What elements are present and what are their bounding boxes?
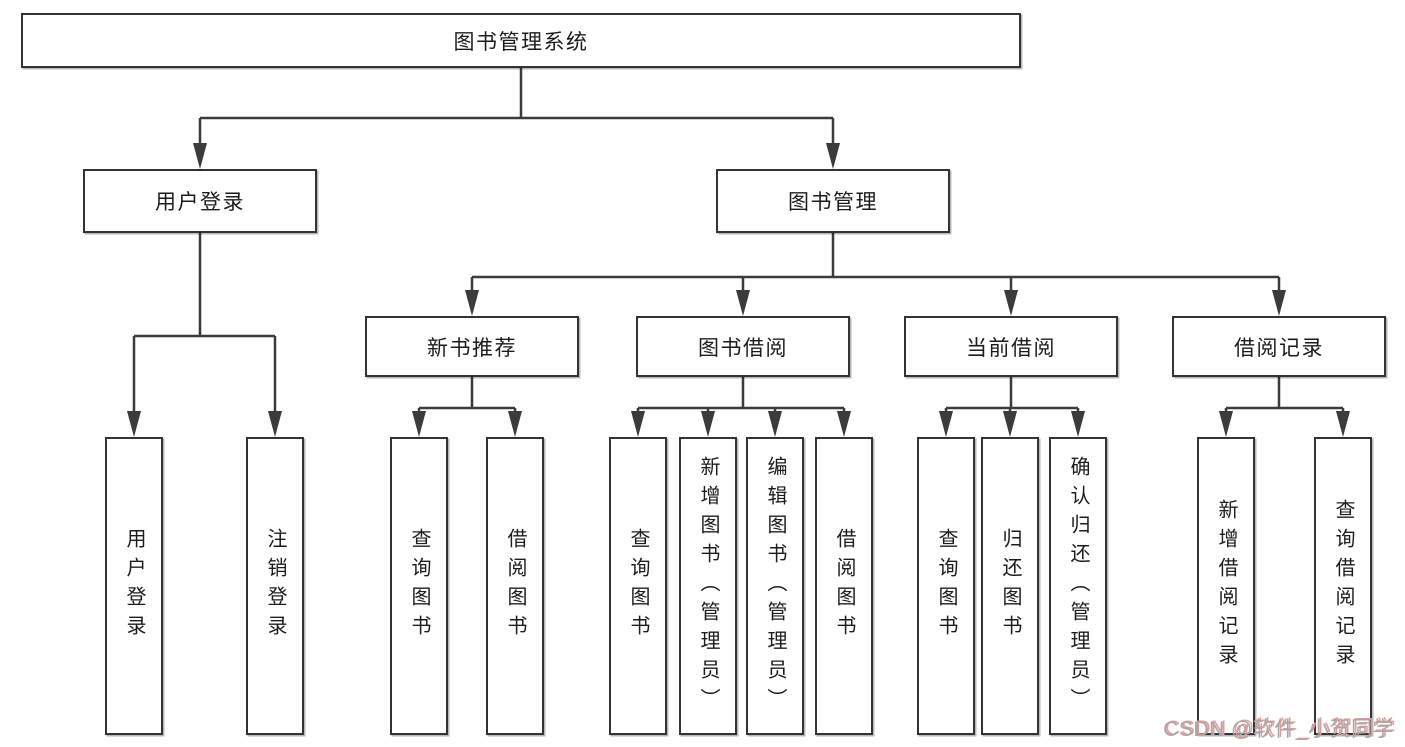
leaf-user-login-label: 用户登录: [123, 528, 145, 644]
node-current-borrow: 当前借阅: [904, 316, 1118, 377]
node-root-label: 图书管理系统: [453, 30, 589, 54]
node-root: 图书管理系统: [21, 13, 1021, 68]
connector-root-to-level2: [193, 68, 840, 169]
leaf-return-books-label: 归还图书: [999, 528, 1021, 644]
node-current-borrow-label: 当前借阅: [966, 336, 1056, 360]
leaf-query-books-borrow: 查询图书: [609, 437, 667, 735]
leaf-query-borrow-record-label: 查询借阅记录: [1332, 499, 1354, 673]
leaf-query-books-current-label: 查询图书: [935, 528, 957, 644]
node-book-management: 图书管理: [716, 169, 950, 233]
connector-borrow-records-to-leaves: [1219, 377, 1350, 437]
leaf-confirm-return-admin-label: 确认归还（管理员）: [1067, 455, 1089, 717]
node-new-book-recommend-label: 新书推荐: [427, 336, 517, 360]
leaf-logout-login-label: 注销登录: [264, 528, 286, 644]
leaf-return-books: 归还图书: [981, 437, 1039, 735]
connector-user-login-to-leaves: [127, 233, 282, 437]
node-new-book-recommend: 新书推荐: [365, 316, 579, 377]
connector-book-borrow-to-leaves: [631, 377, 851, 437]
connector-current-borrow-to-leaves: [939, 377, 1085, 437]
leaf-query-books-borrow-label: 查询图书: [627, 528, 649, 644]
node-user-login-label: 用户登录: [155, 191, 245, 214]
leaf-borrow-books-recommend: 借阅图书: [486, 437, 544, 735]
leaf-query-borrow-record: 查询借阅记录: [1314, 437, 1372, 735]
node-book-management-label: 图书管理: [788, 191, 878, 214]
connector-book-management-to-level3: [465, 233, 1286, 316]
node-book-borrow-label: 图书借阅: [698, 336, 788, 360]
leaf-confirm-return-admin: 确认归还（管理员）: [1049, 437, 1107, 735]
leaf-query-books-recommend: 查询图书: [390, 437, 448, 735]
leaf-user-login: 用户登录: [105, 437, 163, 735]
leaf-edit-books-admin: 编辑图书（管理员）: [746, 437, 804, 735]
leaf-borrow-books: 借阅图书: [815, 437, 873, 735]
connector-new-book-recommend-to-leaves: [412, 377, 522, 437]
node-borrow-records: 借阅记录: [1172, 316, 1386, 377]
leaf-query-books-current: 查询图书: [917, 437, 975, 735]
leaf-query-books-recommend-label: 查询图书: [408, 528, 430, 644]
node-user-login: 用户登录: [83, 169, 317, 233]
leaf-add-borrow-record: 新增借阅记录: [1197, 437, 1255, 735]
leaf-add-books-admin: 新增图书（管理员）: [679, 437, 737, 735]
leaf-add-borrow-record-label: 新增借阅记录: [1215, 499, 1237, 673]
leaf-edit-books-admin-label: 编辑图书（管理员）: [764, 455, 786, 717]
node-book-borrow: 图书借阅: [636, 316, 850, 377]
node-borrow-records-label: 借阅记录: [1234, 336, 1324, 360]
leaf-add-books-admin-label: 新增图书（管理员）: [697, 455, 719, 717]
leaf-logout-login: 注销登录: [246, 437, 304, 735]
leaf-borrow-books-recommend-label: 借阅图书: [504, 528, 526, 644]
leaf-borrow-books-label: 借阅图书: [833, 528, 855, 644]
